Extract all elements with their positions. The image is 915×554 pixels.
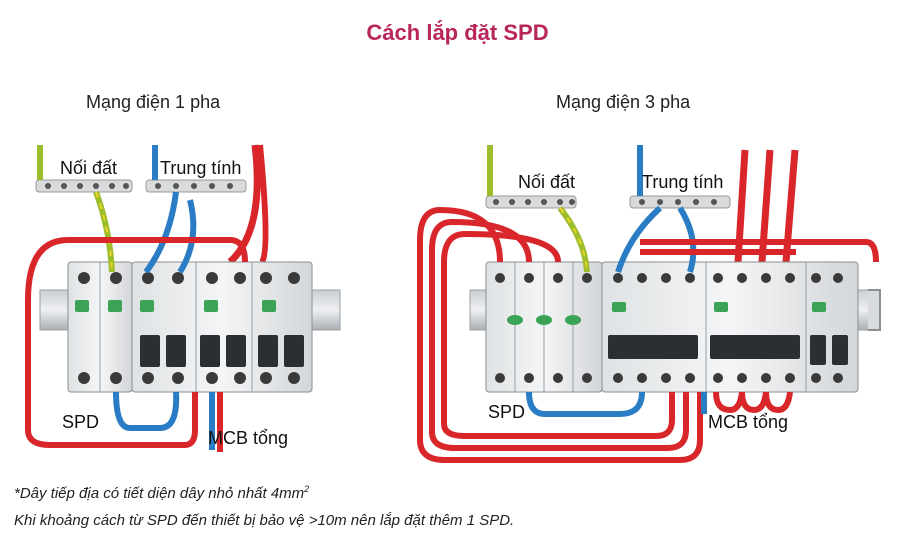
mcb-module	[131, 261, 313, 393]
three-phase-assembly	[417, 145, 881, 463]
neutral-label-1-phase: Trung tính	[160, 158, 242, 178]
phase-wire-loop	[417, 206, 703, 463]
neutral-label-3-phase: Trung tính	[642, 172, 724, 192]
ground-busbar	[35, 179, 133, 193]
ground-label-1-phase: Nối đất	[60, 158, 118, 178]
single-phase-heading: Mạng điện 1 pha	[86, 92, 221, 112]
note-distance: Khi khoảng cách từ SPD đến thiết bị bảo …	[14, 512, 515, 529]
single-phase-assembly	[25, 144, 341, 452]
spd-label-1-phase: SPD	[62, 412, 100, 432]
spd-label-3-phase: SPD	[488, 402, 526, 422]
note-ground-wire: *Dây tiếp địa có tiết diện dây nhỏ nhất …	[14, 484, 310, 502]
ground-label-3-phase: Nối đất	[518, 172, 576, 192]
mcb-label-3-phase: MCB tổng	[708, 412, 789, 432]
mcb-module	[601, 261, 859, 393]
mcb-label-1-phase: MCB tổng	[208, 428, 289, 448]
phase-wire-loop	[25, 237, 198, 448]
page-title: Cách lắp đặt SPD	[366, 20, 549, 45]
three-phase-heading: Mạng điện 3 pha	[556, 92, 691, 112]
